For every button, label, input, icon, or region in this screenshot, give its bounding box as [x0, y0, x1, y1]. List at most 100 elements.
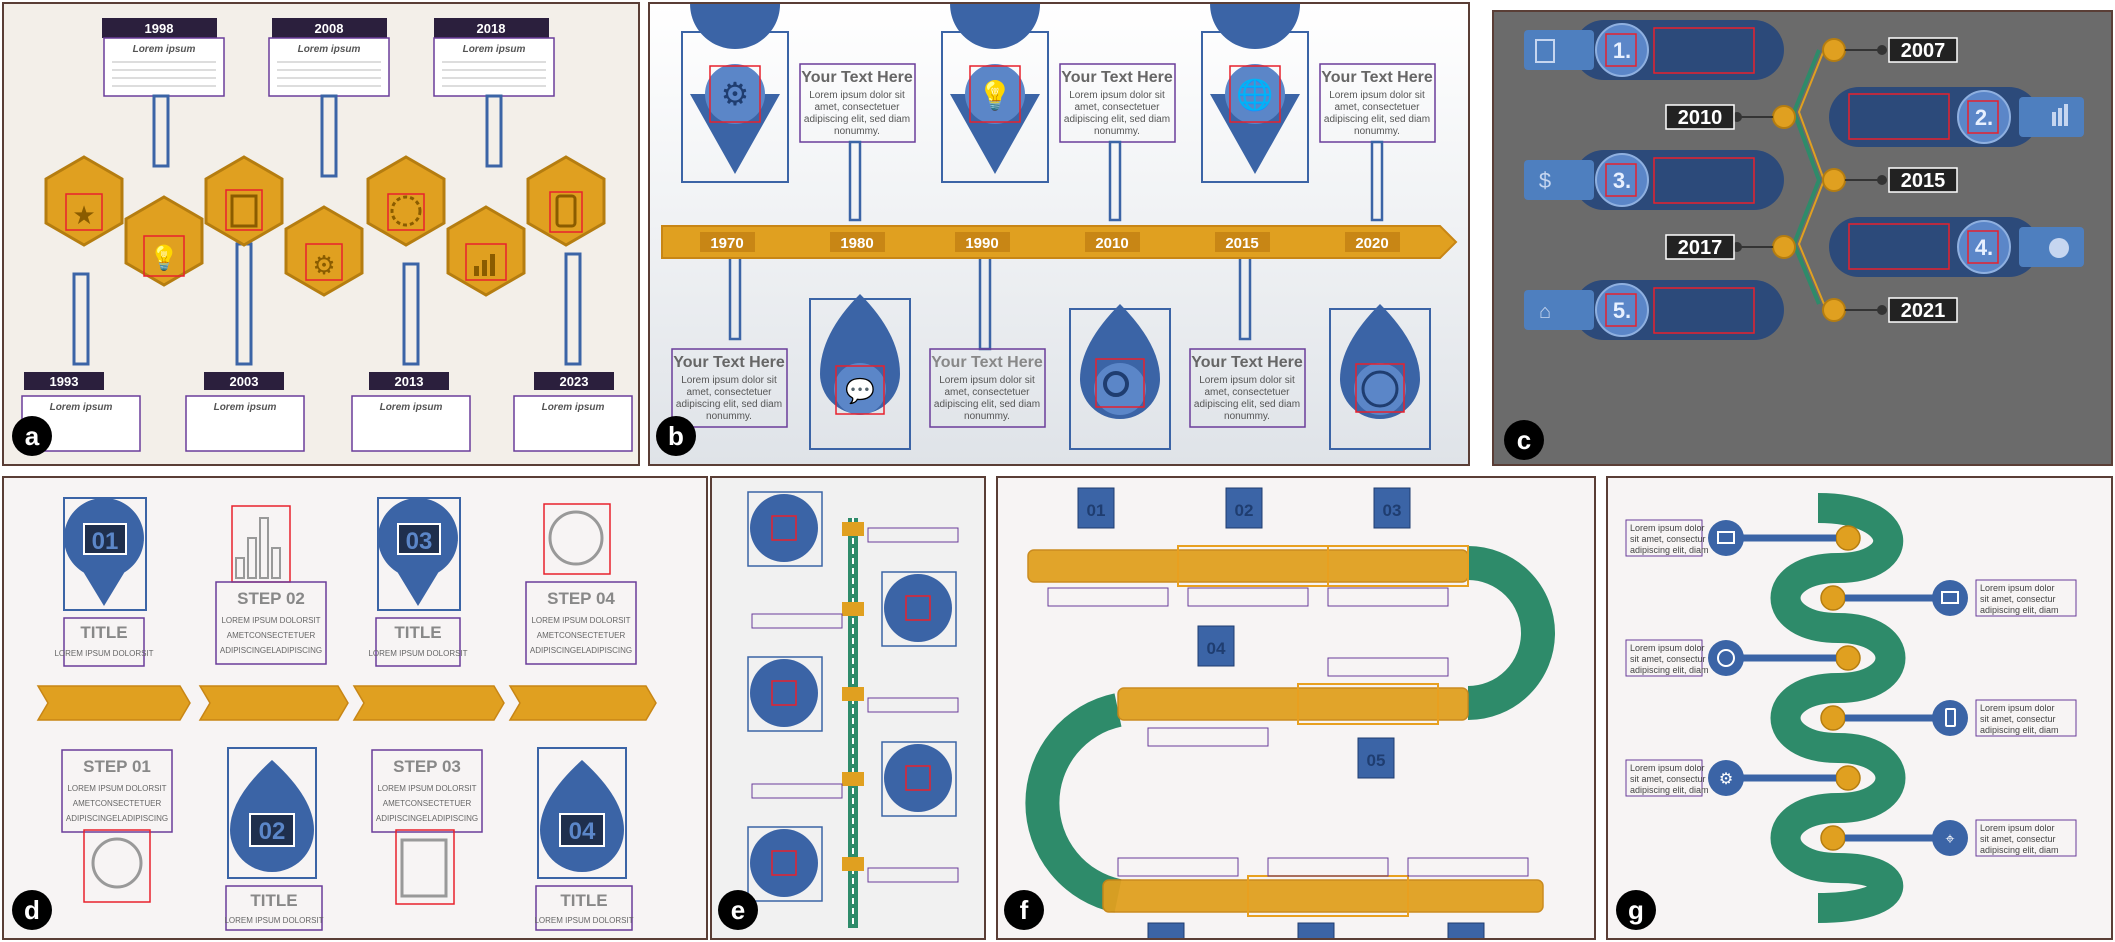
- gear-icon: ⚙: [1719, 771, 1733, 788]
- globe-icon: [1717, 649, 1735, 667]
- top-text-box-1: Your Text Here Lorem ipsum dolor sit ame…: [799, 63, 916, 143]
- svg-text:Lorem ipsum dolor: Lorem ipsum dolor: [1630, 763, 1705, 773]
- chart-icon: [474, 254, 495, 276]
- step-number: 06: [1157, 936, 1176, 938]
- step-number: 05: [1367, 751, 1386, 770]
- svg-text:1980: 1980: [840, 235, 873, 252]
- svg-text:sit amet, consectur: sit amet, consectur: [1980, 834, 2056, 844]
- svg-text:adipiscing elit, diam: adipiscing elit, diam: [1980, 605, 2059, 615]
- svg-text:nonummy.: nonummy.: [706, 411, 752, 422]
- svg-text:amet, consectetuer: amet, consectetuer: [944, 387, 1030, 398]
- svg-text:LOREM IPSUM DOLORSIT: LOREM IPSUM DOLORSIT: [534, 916, 633, 925]
- svg-text:2023: 2023: [560, 374, 589, 389]
- svg-text:LOREM IPSUM DOLORSIT: LOREM IPSUM DOLORSIT: [531, 616, 630, 625]
- year-label: 2021: [1901, 300, 1946, 322]
- bottom-text-box-2: Your Text Here Lorem ipsum dolor sit ame…: [929, 348, 1046, 428]
- globe-icon: 🌐: [1236, 77, 1273, 112]
- svg-text:Your Text Here: Your Text Here: [1321, 69, 1433, 86]
- svg-text:sit amet, consectur: sit amet, consectur: [1630, 654, 1706, 664]
- svg-text:adipiscing elit, sed diam: adipiscing elit, sed diam: [676, 399, 782, 410]
- svg-text:TITLE: TITLE: [394, 623, 441, 642]
- panel-label: g: [1616, 890, 1656, 930]
- svg-text:LOREM IPSUM DOLORSIT: LOREM IPSUM DOLORSIT: [54, 649, 153, 658]
- step-number: 01: [1087, 501, 1106, 520]
- home-icon: ⌂: [1539, 301, 1551, 323]
- document-icon: [1535, 39, 1555, 63]
- step-number: 5.: [1613, 298, 1631, 323]
- panel-a: 1998 Lorem ipsum 2008 Lorem ipsum 2018 L…: [2, 2, 640, 466]
- step-number: 4.: [1975, 235, 1993, 260]
- svg-text:STEP 04: STEP 04: [547, 589, 615, 608]
- top-text-box-2: Your Text Here Lorem ipsum dolor sit ame…: [1059, 63, 1176, 143]
- step-box-1: STEP 01 LOREM IPSUM DOLORSIT AMETCONSECT…: [61, 749, 173, 833]
- svg-text:LOREM IPSUM DOLORSIT: LOREM IPSUM DOLORSIT: [221, 616, 320, 625]
- top-title-box-1: TITLE LOREM IPSUM DOLORSIT: [54, 617, 154, 667]
- step-number: 07: [1307, 936, 1326, 938]
- box-title: Lorem ipsum: [298, 44, 361, 55]
- svg-text:nonummy.: nonummy.: [834, 126, 880, 137]
- svg-text:Lorem ipsum dolor sit: Lorem ipsum dolor sit: [1069, 90, 1165, 101]
- year-label: 2017: [1678, 237, 1723, 259]
- svg-text:amet, consectetuer: amet, consectetuer: [1334, 102, 1420, 113]
- year-label: 2010: [1678, 107, 1723, 129]
- svg-text:1970: 1970: [710, 235, 743, 252]
- bulb-icon: 💡: [978, 79, 1013, 112]
- year-label: 2007: [1901, 40, 1946, 62]
- bulb-icon: 💡: [149, 244, 179, 272]
- panel-f: 01 02 03 04 05 06 07 08 f: [996, 476, 1596, 940]
- svg-text:2003: 2003: [230, 374, 259, 389]
- mail-icon: [1941, 591, 1959, 604]
- svg-text:sit amet, consectur: sit amet, consectur: [1630, 534, 1706, 544]
- step-box-3: STEP 03 LOREM IPSUM DOLORSIT AMETCONSECT…: [371, 749, 483, 833]
- svg-text:ADIPISCINGELADIPISCING: ADIPISCINGELADIPISCING: [530, 646, 632, 655]
- document-check-icon: [400, 838, 448, 898]
- svg-text:Lorem ipsum: Lorem ipsum: [214, 402, 277, 413]
- svg-text:nonummy.: nonummy.: [964, 411, 1010, 422]
- panel-e: e: [710, 476, 986, 940]
- svg-text:adipiscing elit, diam: adipiscing elit, diam: [1980, 725, 2059, 735]
- bar-chart-icon: [235, 517, 281, 579]
- svg-text:AMETCONSECTETUER: AMETCONSECTETUER: [537, 631, 626, 640]
- location-icon: ⌖: [1945, 831, 1954, 848]
- svg-text:TITLE: TITLE: [250, 891, 297, 910]
- svg-text:nonummy.: nonummy.: [1224, 411, 1270, 422]
- svg-text:Lorem ipsum dolor: Lorem ipsum dolor: [1630, 523, 1705, 533]
- svg-text:Lorem ipsum: Lorem ipsum: [50, 402, 113, 413]
- step-number: 04: [1207, 639, 1226, 658]
- stopwatch-icon: [91, 837, 143, 889]
- panel-d-graphic: 01 03 TITLE LOREM IPSUM DOLORSIT STEP 02…: [36, 497, 657, 931]
- panel-d: 01 03 TITLE LOREM IPSUM DOLORSIT STEP 02…: [2, 476, 708, 940]
- svg-text:sit amet, consectur: sit amet, consectur: [1630, 774, 1706, 784]
- chat-icon: 💬: [845, 377, 875, 405]
- svg-text:2015: 2015: [1225, 235, 1258, 252]
- svg-text:Lorem ipsum dolor: Lorem ipsum dolor: [1980, 583, 2055, 593]
- svg-text:nonummy.: nonummy.: [1094, 126, 1140, 137]
- svg-text:adipiscing elit, sed diam: adipiscing elit, sed diam: [1064, 114, 1170, 125]
- svg-text:STEP 03: STEP 03: [393, 757, 461, 776]
- step-number: 04: [569, 818, 596, 845]
- svg-text:sit amet, consectur: sit amet, consectur: [1980, 714, 2056, 724]
- svg-text:Lorem ipsum dolor sit: Lorem ipsum dolor sit: [809, 90, 905, 101]
- svg-text:adipiscing elit, diam: adipiscing elit, diam: [1630, 785, 1709, 795]
- step-number: 01: [92, 528, 119, 555]
- svg-text:Lorem ipsum dolor: Lorem ipsum dolor: [1980, 703, 2055, 713]
- svg-text:TITLE: TITLE: [560, 891, 607, 910]
- step-number: 08: [1457, 936, 1476, 938]
- bottom-box-4: 2023 Lorem ipsum: [513, 372, 633, 452]
- svg-text:STEP 01: STEP 01: [83, 757, 151, 776]
- svg-text:Your Text Here: Your Text Here: [1061, 69, 1173, 86]
- top-box-1: 1998 Lorem ipsum: [102, 18, 225, 97]
- bottom-title-box-2: TITLE LOREM IPSUM DOLORSIT: [224, 885, 324, 931]
- panel-label: a: [12, 416, 52, 456]
- panel-b-graphic: ⚙ 💡 🌐 Your Text Here Lorem ipsum dolor s…: [661, 4, 1458, 450]
- panel-label: e: [718, 890, 758, 930]
- year-label: 1998: [145, 21, 174, 36]
- gears-icon: ⚙: [312, 250, 335, 280]
- step-number: 1.: [1613, 38, 1631, 63]
- clock-icon: [1361, 370, 1399, 408]
